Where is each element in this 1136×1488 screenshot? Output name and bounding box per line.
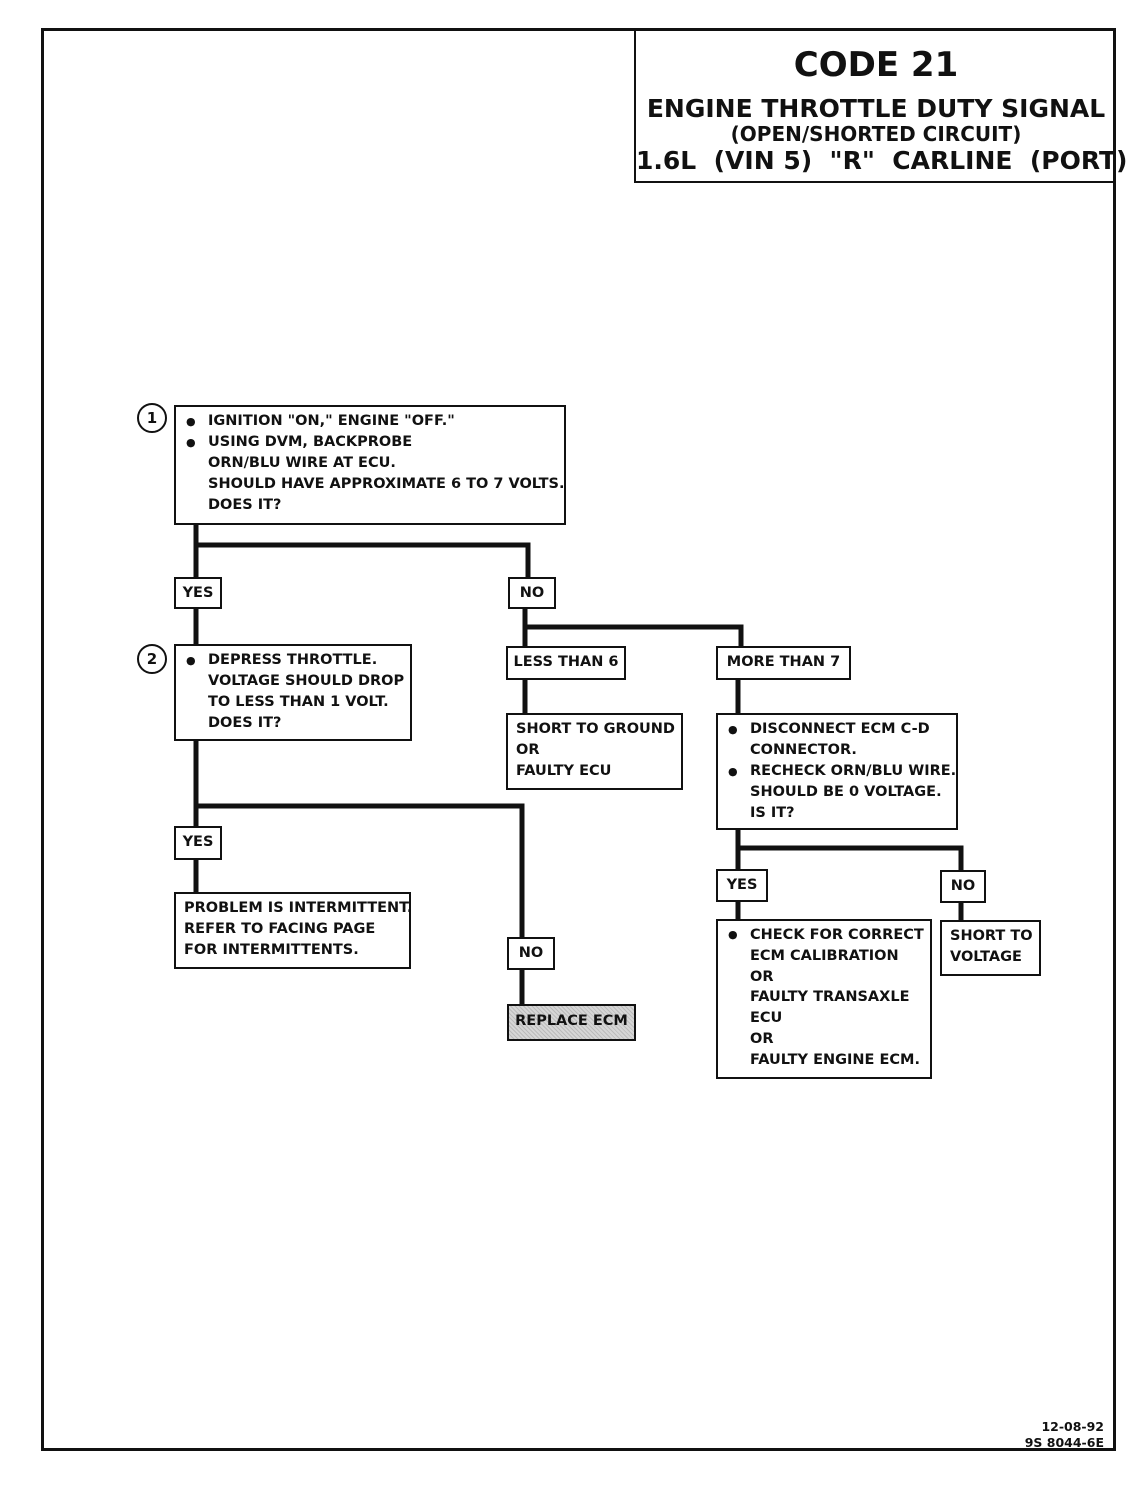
faulty-engine-ecm-text: FAULTY ENGINE ECM. [750, 1051, 920, 1068]
connector-disconnect-no [738, 845, 964, 871]
document-number: 9S 8044-6E [1024, 1435, 1104, 1450]
yes-label-2: YES [174, 826, 222, 860]
more-than-7-label: MORE THAN 7 [716, 646, 851, 680]
step-1-marker: 1 [137, 403, 167, 433]
less-than-6-label: LESS THAN 6 [506, 646, 626, 680]
short-to-voltage-box: SHORT TO VOLTAGE [940, 920, 1041, 976]
disconnect-connector-box: DISCONNECT ECM C-D CONNECTOR. RECHECK OR… [716, 713, 958, 830]
faulty-transaxle-text: FAULTY TRANSAXLE [750, 989, 910, 1006]
short-to-ground-box: SHORT TO GROUND OR FAULTY ECU [506, 713, 683, 790]
vehicle-line: 1.6L (VIN 5) "R" CARLINE (PORT) [636, 146, 1128, 175]
short-voltage-line-2: VOLTAGE [950, 949, 1022, 965]
less-than-1-volt-text: TO LESS THAN 1 VOLT. [208, 694, 389, 710]
zero-voltage-text: SHOULD BE 0 VOLTAGE. [750, 784, 942, 800]
yes-label-1: YES [174, 577, 222, 609]
calibration-or-1: OR [750, 968, 774, 985]
connector-no1-more [525, 624, 744, 648]
signal-title: ENGINE THROTTLE DUTY SIGNAL [646, 94, 1106, 123]
intermittent-line-2: REFER TO FACING PAGE [184, 921, 376, 937]
backprobe-question: DOES IT? [208, 497, 282, 513]
correct-calibration-step: CHECK FOR CORRECT [726, 925, 924, 946]
disconnect-connector-text: CONNECTOR. [750, 742, 857, 758]
no-label-2: NO [507, 937, 555, 970]
ignition-on-step: IGNITION "ON," ENGINE "OFF." [184, 411, 556, 432]
calibration-or-2: OR [750, 1030, 774, 1047]
calibration-check-box: CHECK FOR CORRECT ECM CALIBRATION OR FAU… [716, 919, 932, 1079]
no-label-1: NO [508, 577, 556, 609]
no-label-3: NO [940, 870, 986, 903]
voltage-drop-text: VOLTAGE SHOULD DROP [208, 673, 405, 689]
backprobe-wire-text: ORN/BLU WIRE AT ECU. [208, 455, 396, 471]
backprobe-volts-text: SHOULD HAVE APPROXIMATE 6 TO 7 VOLTS. [208, 476, 565, 492]
short-voltage-line-1: SHORT TO [950, 928, 1033, 944]
short-ground-line-1: SHORT TO GROUND [516, 721, 675, 737]
code-title: CODE 21 [793, 45, 959, 85]
yes-label-3: YES [716, 869, 768, 902]
depress-throttle-step: DEPRESS THROTTLE. [184, 650, 402, 671]
step-2-marker: 2 [137, 644, 167, 674]
backprobe-step: USING DVM, BACKPROBE [184, 432, 556, 453]
intermittent-box: PROBLEM IS INTERMITTENT. REFER TO FACING… [174, 892, 413, 969]
revision-date: 12-08-92 [1041, 1419, 1104, 1434]
intermittent-line-3: FOR INTERMITTENTS. [184, 942, 359, 958]
transaxle-ecu-text: ECU [750, 1010, 783, 1027]
recheck-wire-step: RECHECK ORN/BLU WIRE. [726, 761, 956, 782]
disconnect-step: DISCONNECT ECM C-D [726, 719, 948, 740]
throttle-question: DOES IT? [208, 715, 282, 731]
document-footer: 12-08-92 9S 8044-6E [1025, 1419, 1104, 1451]
short-ground-line-3: FAULTY ECU [516, 763, 612, 779]
connector-box2-no [196, 803, 525, 938]
connector-box1-no [196, 542, 531, 578]
intermittent-line-1: PROBLEM IS INTERMITTENT. [184, 900, 413, 916]
recheck-question: IS IT? [750, 805, 795, 821]
page-frame [41, 28, 1116, 1451]
calibration-text: ECM CALIBRATION [750, 947, 899, 964]
circuit-subtitle: (OPEN/SHORTED CIRCUIT) [730, 122, 1022, 146]
ignition-check-box: IGNITION "ON," ENGINE "OFF." USING DVM, … [174, 405, 566, 525]
throttle-check-box: DEPRESS THROTTLE. VOLTAGE SHOULD DROP TO… [174, 644, 412, 741]
title-block: CODE 21 ENGINE THROTTLE DUTY SIGNAL (OPE… [634, 28, 1128, 183]
replace-ecm-box: REPLACE ECM [507, 1004, 636, 1041]
short-ground-line-2: OR [516, 742, 540, 758]
